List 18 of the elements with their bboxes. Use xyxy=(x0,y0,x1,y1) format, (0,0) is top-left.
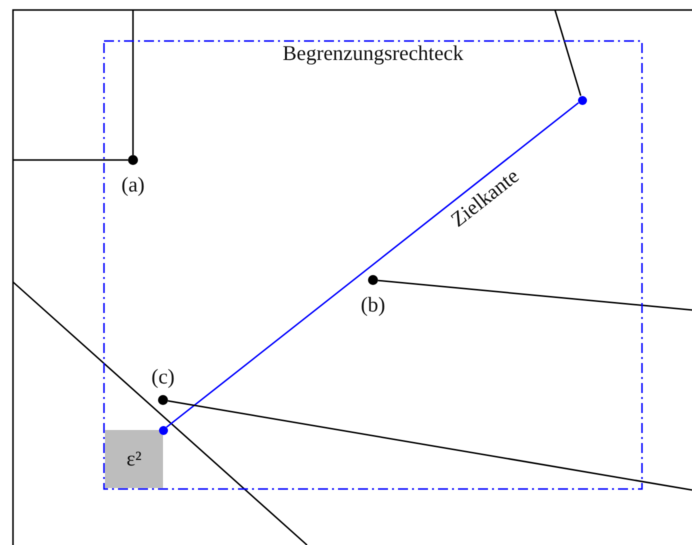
line xyxy=(13,159,128,161)
line xyxy=(554,10,582,96)
point-dot xyxy=(368,275,378,285)
point-dot xyxy=(158,426,168,434)
line xyxy=(132,10,134,155)
point-label: (c) xyxy=(151,366,175,388)
tolerance-square xyxy=(105,430,163,488)
epsilon-label: ε² xyxy=(126,448,142,470)
point-label: (a) xyxy=(121,174,145,196)
point-dot xyxy=(158,395,168,405)
line xyxy=(378,280,692,311)
bounding-rectangle xyxy=(103,40,643,490)
line xyxy=(166,102,579,428)
point-label: (b) xyxy=(360,294,386,316)
line xyxy=(168,400,692,491)
rectangle-title: Begrenzungsrechteck xyxy=(282,43,464,64)
point-dot xyxy=(578,96,586,104)
point-dot xyxy=(128,155,138,165)
